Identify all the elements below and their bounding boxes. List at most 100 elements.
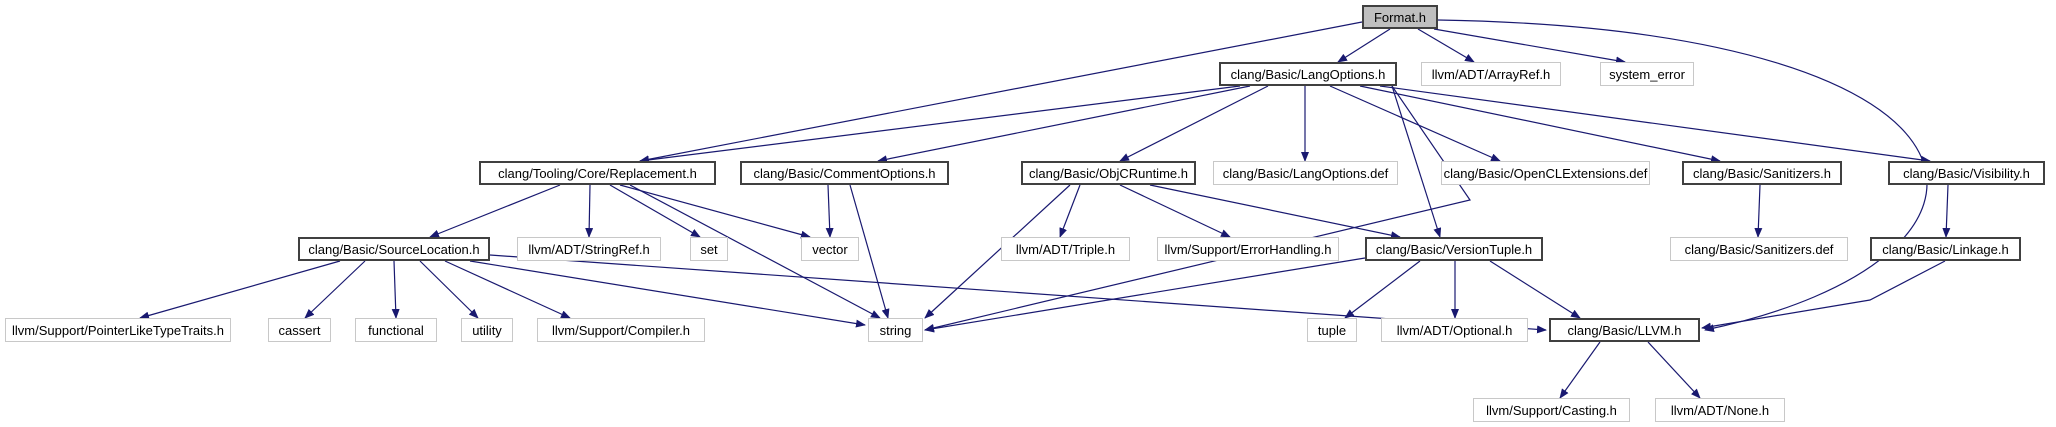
edge-sourcelocation-to-pointerlike [139, 260, 341, 320]
edge-objcruntime-to-triple [1059, 184, 1081, 238]
graph-node-label: clang/Basic/VersionTuple.h [1375, 241, 1533, 257]
graph-node-label: llvm/Support/PointerLikeTypeTraits.h [12, 322, 224, 338]
edge-objcruntime-to-versiontuple [1149, 184, 1401, 240]
graph-node-label: tuple [1317, 322, 1347, 338]
graph-node-langoptions_def[interactable]: clang/Basic/LangOptions.def [1213, 161, 1398, 185]
edge-format-to-system_error [1433, 28, 1626, 65]
graph-node-sourcelocation[interactable]: clang/Basic/SourceLocation.h [298, 237, 490, 261]
graph-node-label: clang/Basic/LangOptions.h [1230, 66, 1386, 82]
edge-linkage-to-llvm_h [1701, 260, 1946, 331]
graph-node-commentoptions[interactable]: clang/Basic/CommentOptions.h [740, 161, 949, 185]
graph-node-openclext[interactable]: clang/Basic/OpenCLExtensions.def [1441, 161, 1650, 185]
graph-node-sanitizers_h[interactable]: clang/Basic/Sanitizers.h [1682, 161, 1842, 185]
graph-node-label: clang/Basic/CommentOptions.h [753, 165, 936, 181]
graph-node-label: utility [472, 322, 502, 338]
graph-node-visibility[interactable]: clang/Basic/Visibility.h [1888, 161, 2045, 185]
graph-node-triple[interactable]: llvm/ADT/Triple.h [1001, 237, 1130, 261]
graph-node-sanitizers_def[interactable]: clang/Basic/Sanitizers.def [1670, 237, 1848, 261]
graph-node-format[interactable]: Format.h [1362, 5, 1438, 29]
edge-objcruntime-to-string [924, 184, 1071, 319]
graph-node-cassert[interactable]: cassert [268, 318, 331, 342]
edge-sourcelocation-to-utility [419, 260, 479, 319]
graph-node-llvm_h[interactable]: clang/Basic/LLVM.h [1549, 318, 1700, 342]
graph-node-label: Format.h [1373, 9, 1426, 25]
graph-node-string[interactable]: string [868, 318, 923, 342]
graph-node-none[interactable]: llvm/ADT/None.h [1655, 398, 1785, 422]
edge-replacement-to-string [629, 184, 881, 319]
edge-sourcelocation-to-string [469, 260, 866, 328]
graph-node-label: cassert [278, 322, 321, 338]
graph-node-optional[interactable]: llvm/ADT/Optional.h [1381, 318, 1528, 342]
edge-replacement-to-stringref [585, 184, 594, 238]
graph-node-label: clang/Tooling/Core/Replacement.h [498, 165, 697, 181]
edge-langoptions_h-to-objcruntime [1119, 85, 1269, 162]
edge-group [139, 19, 1951, 399]
graph-node-label: clang/Basic/ObjCRuntime.h [1029, 165, 1188, 181]
edge-versiontuple-to-tuple [1344, 260, 1421, 319]
graph-node-errorhandling[interactable]: llvm/Support/ErrorHandling.h [1157, 237, 1339, 261]
graph-node-label: llvm/ADT/ArrayRef.h [1431, 66, 1551, 82]
graph-node-casting[interactable]: llvm/Support/Casting.h [1473, 398, 1630, 422]
edge-versiontuple-to-string [924, 257, 1366, 333]
graph-node-label: system_error [1609, 66, 1685, 82]
graph-node-pointerlike[interactable]: llvm/Support/PointerLikeTypeTraits.h [5, 318, 231, 342]
edge-commentoptions-to-vector [825, 184, 834, 238]
graph-node-label: clang/Basic/LangOptions.def [1222, 165, 1389, 181]
graph-node-versiontuple[interactable]: clang/Basic/VersionTuple.h [1365, 237, 1543, 261]
edge-langoptions_h-to-versiontuple [1391, 85, 1442, 238]
edge-format-to-replacement [639, 21, 1363, 164]
edge-versiontuple-to-llvm_h [1489, 260, 1581, 319]
edge-llvm_h-to-none [1647, 341, 1701, 399]
graph-node-label: clang/Basic/Sanitizers.def [1684, 241, 1834, 257]
edge-langoptions_h-to-commentoptions [877, 85, 1251, 164]
graph-node-functional[interactable]: functional [355, 318, 437, 342]
edge-sourcelocation-to-functional [391, 260, 400, 319]
graph-node-label: llvm/ADT/Triple.h [1015, 241, 1116, 257]
graph-node-replacement[interactable]: clang/Tooling/Core/Replacement.h [479, 161, 716, 185]
edge-langoptions_h-to-replacement [639, 85, 1241, 164]
graph-node-langoptions_h[interactable]: clang/Basic/LangOptions.h [1219, 62, 1397, 86]
graph-node-compiler[interactable]: llvm/Support/Compiler.h [537, 318, 705, 342]
edge-llvm_h-to-casting [1559, 341, 1601, 399]
graph-node-label: llvm/ADT/StringRef.h [528, 241, 650, 257]
graph-node-objcruntime[interactable]: clang/Basic/ObjCRuntime.h [1021, 161, 1196, 185]
graph-node-tuple[interactable]: tuple [1307, 318, 1357, 342]
edge-replacement-to-set [609, 184, 701, 238]
edge-visibility-to-linkage [1942, 184, 1951, 238]
graph-node-system_error[interactable]: system_error [1600, 62, 1694, 86]
graph-node-label: clang/Basic/Sanitizers.h [1692, 165, 1831, 181]
graph-node-label: functional [368, 322, 424, 338]
graph-node-linkage[interactable]: clang/Basic/Linkage.h [1870, 237, 2021, 261]
edge-replacement-to-vector [619, 184, 811, 239]
edge-replacement-to-sourcelocation [429, 184, 561, 238]
graph-node-arrayref[interactable]: llvm/ADT/ArrayRef.h [1421, 62, 1561, 86]
graph-node-label: clang/Basic/OpenCLExtensions.def [1443, 165, 1648, 181]
graph-node-stringref[interactable]: llvm/ADT/StringRef.h [517, 237, 661, 261]
graph-node-label: string [879, 322, 912, 338]
graph-node-label: clang/Basic/SourceLocation.h [308, 241, 480, 257]
graph-node-label: llvm/ADT/None.h [1670, 402, 1770, 418]
graph-node-label: clang/Basic/LLVM.h [1567, 322, 1682, 338]
edge-format-to-langoptions_h [1337, 28, 1391, 63]
graph-node-vector[interactable]: vector [801, 237, 859, 261]
edge-langoptions_h-to-string [924, 85, 1471, 332]
graph-node-label: llvm/ADT/Optional.h [1396, 322, 1513, 338]
graph-node-label: llvm/Support/Compiler.h [552, 322, 690, 338]
graph-node-label: set [700, 241, 718, 257]
graph-node-label: vector [812, 241, 848, 257]
graph-node-label: llvm/Support/ErrorHandling.h [1164, 241, 1332, 257]
edge-objcruntime-to-errorhandling [1119, 184, 1231, 238]
edge-sourcelocation-to-llvm_h [489, 254, 1547, 334]
graph-node-label: clang/Basic/Linkage.h [1882, 241, 2009, 257]
graph-node-utility[interactable]: utility [461, 318, 513, 342]
graph-node-set[interactable]: set [690, 237, 728, 261]
graph-node-label: llvm/Support/Casting.h [1486, 402, 1617, 418]
edge-format-to-arrayref [1417, 28, 1475, 63]
edge-sourcelocation-to-cassert [304, 260, 366, 319]
edge-commentoptions-to-string [849, 184, 890, 319]
edge-sanitizers_h-to-sanitizers_def [1754, 184, 1763, 238]
edge-sourcelocation-to-compiler [444, 260, 571, 319]
edge-format-to-llvm_h [1437, 19, 1928, 333]
